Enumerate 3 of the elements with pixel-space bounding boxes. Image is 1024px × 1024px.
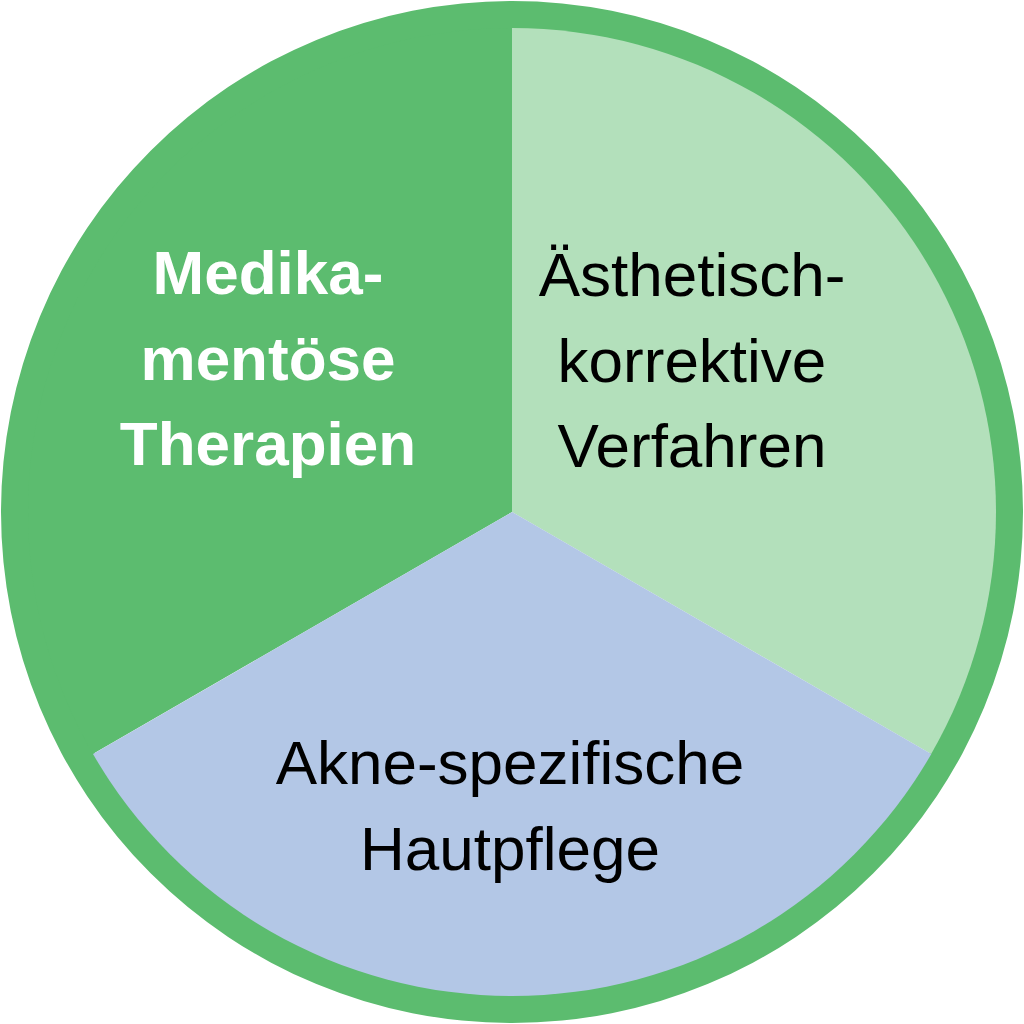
sector-label: Ästhetisch- korrektive Verfahren	[538, 238, 846, 482]
sector-label: Akne-spezifische Hautpflege	[274, 727, 746, 885]
sector-label: Medika- mentöse Therapien	[119, 236, 417, 480]
